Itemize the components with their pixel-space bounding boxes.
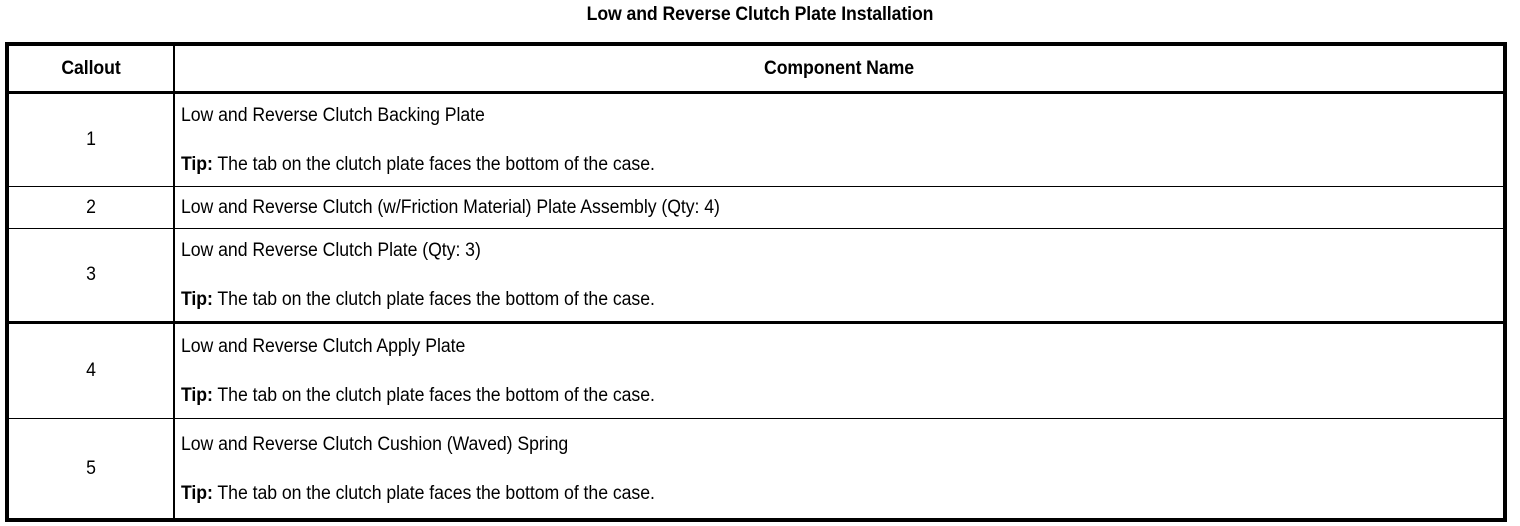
column-header-callout: Callout xyxy=(9,46,175,94)
tip-label: Tip: xyxy=(181,289,213,311)
tip-text: The tab on the clutch plate faces the bo… xyxy=(212,289,655,311)
tip-label: Tip: xyxy=(181,482,213,504)
page-title: Low and Reverse Clutch Plate Installatio… xyxy=(586,4,934,25)
component-tip: Tip: The tab on the clutch plate faces t… xyxy=(181,386,1410,405)
table-row: 1 Low and Reverse Clutch Backing Plate T… xyxy=(9,92,1503,188)
table-header: Callout Component Name xyxy=(9,46,1503,94)
component-cell: Low and Reverse Clutch Apply Plate Tip: … xyxy=(174,322,1503,420)
table-header-row: Callout Component Name xyxy=(9,46,1503,94)
tip-text: The tab on the clutch plate faces the bo… xyxy=(212,154,655,176)
table-row: 5 Low and Reverse Clutch Cushion (Waved)… xyxy=(9,418,1503,518)
component-text-stack: Low and Reverse Clutch Cushion (Waved) S… xyxy=(181,435,1410,503)
component-name: Low and Reverse Clutch Backing Plate xyxy=(181,105,485,127)
component-text-stack: Low and Reverse Clutch Plate (Qty: 3) Ti… xyxy=(181,241,1410,309)
component-name: Low and Reverse Clutch Cushion (Waved) S… xyxy=(181,433,569,455)
component-text-stack: Low and Reverse Clutch Backing Plate Tip… xyxy=(181,106,1410,174)
component-name: Low and Reverse Clutch Apply Plate xyxy=(181,336,466,358)
callout-cell: 4 xyxy=(9,322,175,420)
table-body: 1 Low and Reverse Clutch Backing Plate T… xyxy=(9,92,1503,518)
component-name: Low and Reverse Clutch (w/Friction Mater… xyxy=(181,197,720,219)
callout-cell: 5 xyxy=(9,418,175,518)
table-row: 2 Low and Reverse Clutch (w/Friction Mat… xyxy=(9,186,1503,230)
table-row: 3 Low and Reverse Clutch Plate (Qty: 3) … xyxy=(9,228,1503,325)
component-cell: Low and Reverse Clutch Plate (Qty: 3) Ti… xyxy=(174,228,1503,325)
parts-table: Callout Component Name 1 Low and Reverse… xyxy=(9,46,1503,518)
component-cell: Low and Reverse Clutch Cushion (Waved) S… xyxy=(174,419,1503,518)
tip-text: The tab on the clutch plate faces the bo… xyxy=(212,385,655,407)
callout-cell: 1 xyxy=(9,92,175,188)
component-tip: Tip: The tab on the clutch plate faces t… xyxy=(181,484,1410,503)
tip-label: Tip: xyxy=(181,154,213,176)
table-row: 4 Low and Reverse Clutch Apply Plate Tip… xyxy=(9,322,1503,420)
component-cell: Low and Reverse Clutch (w/Friction Mater… xyxy=(174,186,1503,230)
component-cell: Low and Reverse Clutch Backing Plate Tip… xyxy=(174,92,1503,188)
tip-text: The tab on the clutch plate faces the bo… xyxy=(212,482,655,504)
column-header-component-name: Component Name xyxy=(174,46,1503,94)
component-tip: Tip: The tab on the clutch plate faces t… xyxy=(181,155,1410,174)
parts-table-container: Callout Component Name 1 Low and Reverse… xyxy=(5,42,1507,522)
component-text-stack: Low and Reverse Clutch (w/Friction Mater… xyxy=(181,198,1410,217)
callout-number: 3 xyxy=(86,264,96,286)
callout-number: 4 xyxy=(86,360,96,382)
component-name: Low and Reverse Clutch Plate (Qty: 3) xyxy=(181,240,481,262)
component-text-stack: Low and Reverse Clutch Apply Plate Tip: … xyxy=(181,337,1410,405)
callout-cell: 3 xyxy=(9,228,175,325)
callout-cell: 2 xyxy=(9,186,175,230)
column-header-component-name-label: Component Name xyxy=(764,57,914,79)
callout-number: 5 xyxy=(86,457,96,479)
column-header-callout-label: Callout xyxy=(61,57,121,79)
tip-label: Tip: xyxy=(181,385,213,407)
component-tip: Tip: The tab on the clutch plate faces t… xyxy=(181,290,1410,309)
callout-number: 1 xyxy=(86,129,96,151)
callout-number: 2 xyxy=(86,196,96,218)
